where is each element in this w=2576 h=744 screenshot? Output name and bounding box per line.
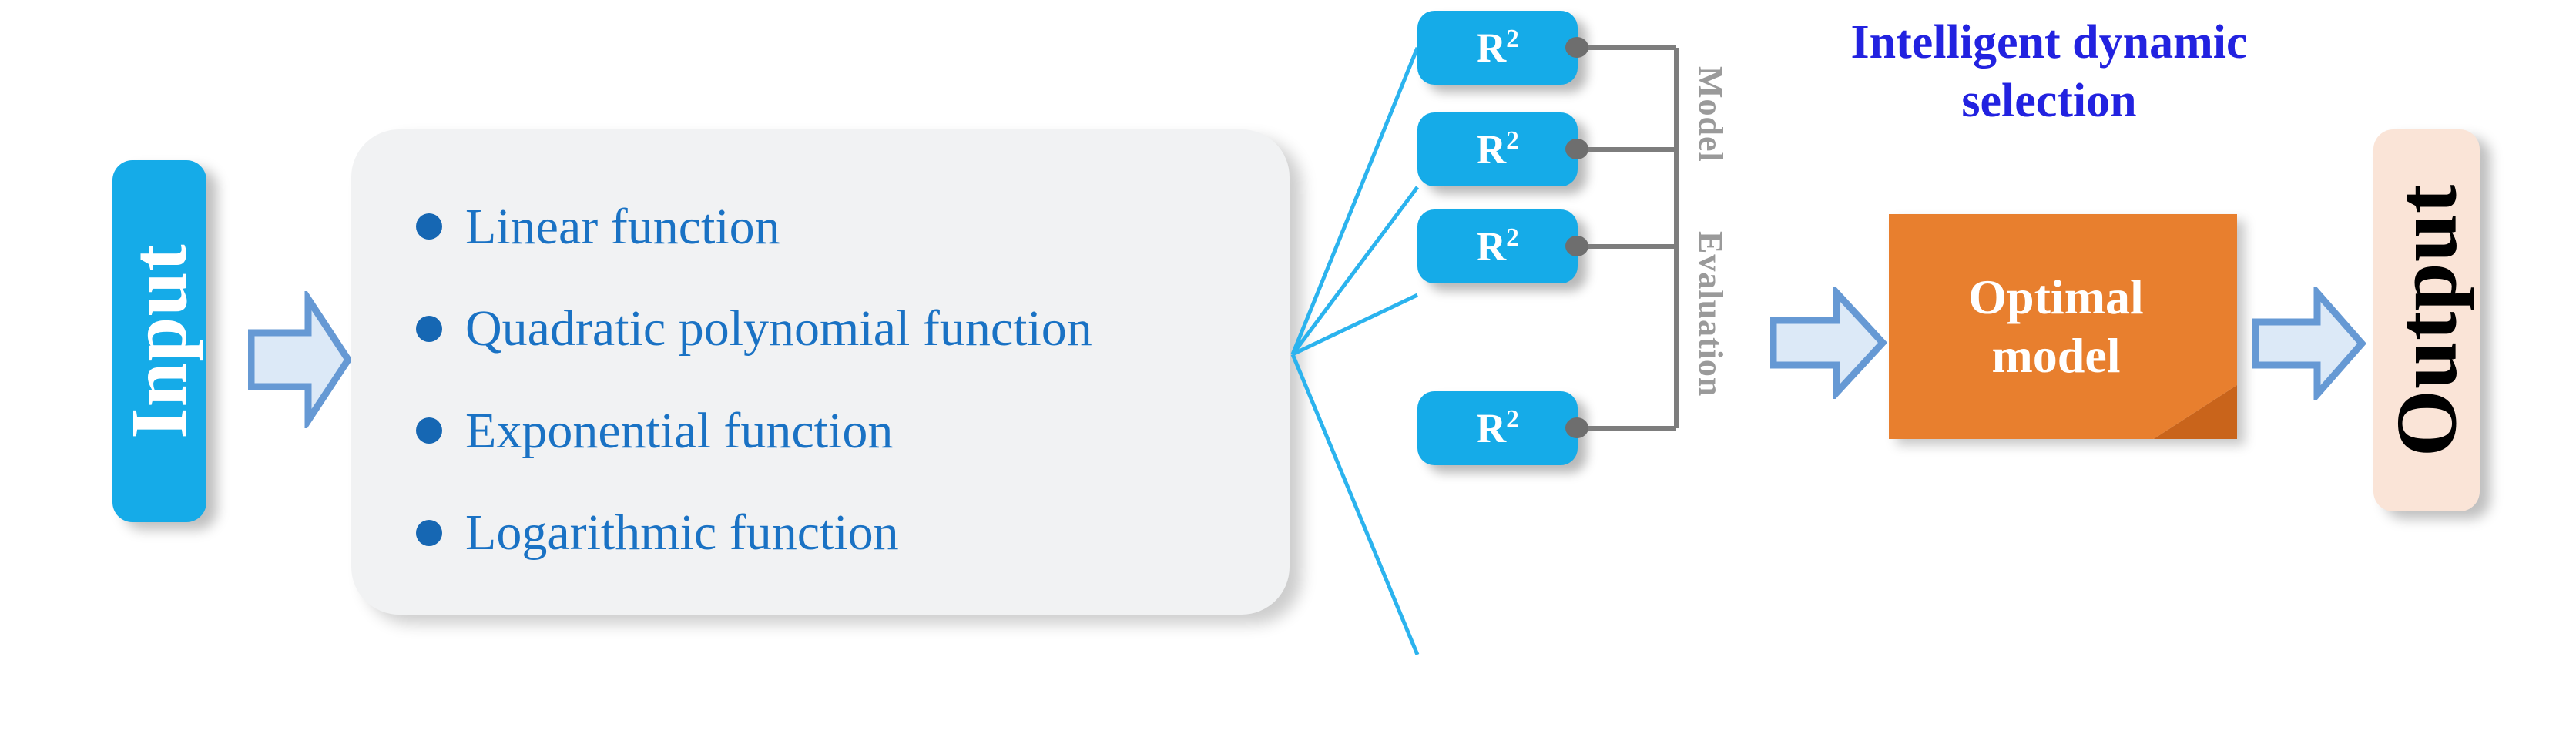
output-label: Output xyxy=(2379,183,2475,457)
bullet-icon xyxy=(416,519,442,546)
input-node[interactable]: Input xyxy=(112,160,206,522)
arrow-input-to-functions xyxy=(248,291,353,428)
metric-box-r2-4[interactable]: R2 xyxy=(1417,391,1588,465)
arrow-optimal-to-output xyxy=(2252,287,2366,400)
connector-dot-icon xyxy=(1565,139,1588,159)
evaluation-label-evaluation: Evaluation xyxy=(1692,231,1729,397)
bullet-icon xyxy=(416,417,442,444)
input-label: Input xyxy=(115,243,203,439)
evaluation-label-model: Model xyxy=(1692,66,1729,163)
metric-box-r2-1[interactable]: R2 xyxy=(1417,11,1588,85)
selection-title-line2: selection xyxy=(1961,74,2137,127)
optimal-model-line1: Optimal xyxy=(1968,270,2144,325)
list-item[interactable]: Logarithmic function xyxy=(416,506,1259,559)
fan-line-3 xyxy=(1291,293,1419,357)
bullet-icon xyxy=(416,213,442,240)
function-list: Linear function Quadratic polynomial fun… xyxy=(416,176,1259,584)
fan-line-4 xyxy=(1290,354,1420,655)
output-node[interactable]: Output xyxy=(2373,129,2480,511)
list-item[interactable]: Exponential function xyxy=(416,404,1259,457)
list-item[interactable]: Linear function xyxy=(416,198,1259,255)
fan-line-1 xyxy=(1290,47,1420,355)
r2-superscript: 2 xyxy=(1506,405,1519,434)
connector-dot-icon xyxy=(1565,37,1588,58)
metric-box-r2-3[interactable]: R2 xyxy=(1417,209,1588,283)
selection-title-line1: Intelligent dynamic xyxy=(1850,16,2248,69)
r2-label: R2 xyxy=(1476,126,1519,173)
optimal-model-node[interactable]: Optimal model xyxy=(1889,214,2237,439)
r2-superscript: 2 xyxy=(1506,223,1519,252)
connector-dot-icon xyxy=(1565,236,1588,256)
r2-label: R2 xyxy=(1476,405,1519,451)
bullet-icon xyxy=(416,315,442,342)
selection-title: Intelligent dynamic selection xyxy=(1772,14,2326,130)
fan-line-2 xyxy=(1290,186,1420,356)
r2-label: R2 xyxy=(1476,25,1519,71)
r2-superscript: 2 xyxy=(1506,25,1519,53)
function-label: Exponential function xyxy=(465,402,894,459)
r2-superscript: 2 xyxy=(1506,126,1519,155)
arrow-evaluation-to-optimal xyxy=(1770,287,1887,399)
list-item[interactable]: Quadratic polynomial function xyxy=(416,302,1259,355)
function-list-panel: Linear function Quadratic polynomial fun… xyxy=(351,129,1290,615)
function-label: Quadratic polynomial function xyxy=(465,300,1092,357)
optimal-model-line2: model xyxy=(1991,328,2121,383)
optimal-model-body xyxy=(1889,214,2237,439)
connector-dot-icon xyxy=(1565,417,1588,438)
function-label: Linear function xyxy=(465,198,780,255)
optimal-model-label: Optimal model xyxy=(1889,214,2237,439)
function-label: Logarithmic function xyxy=(465,504,899,561)
metric-box-r2-2[interactable]: R2 xyxy=(1417,112,1588,186)
r2-label: R2 xyxy=(1476,223,1519,270)
